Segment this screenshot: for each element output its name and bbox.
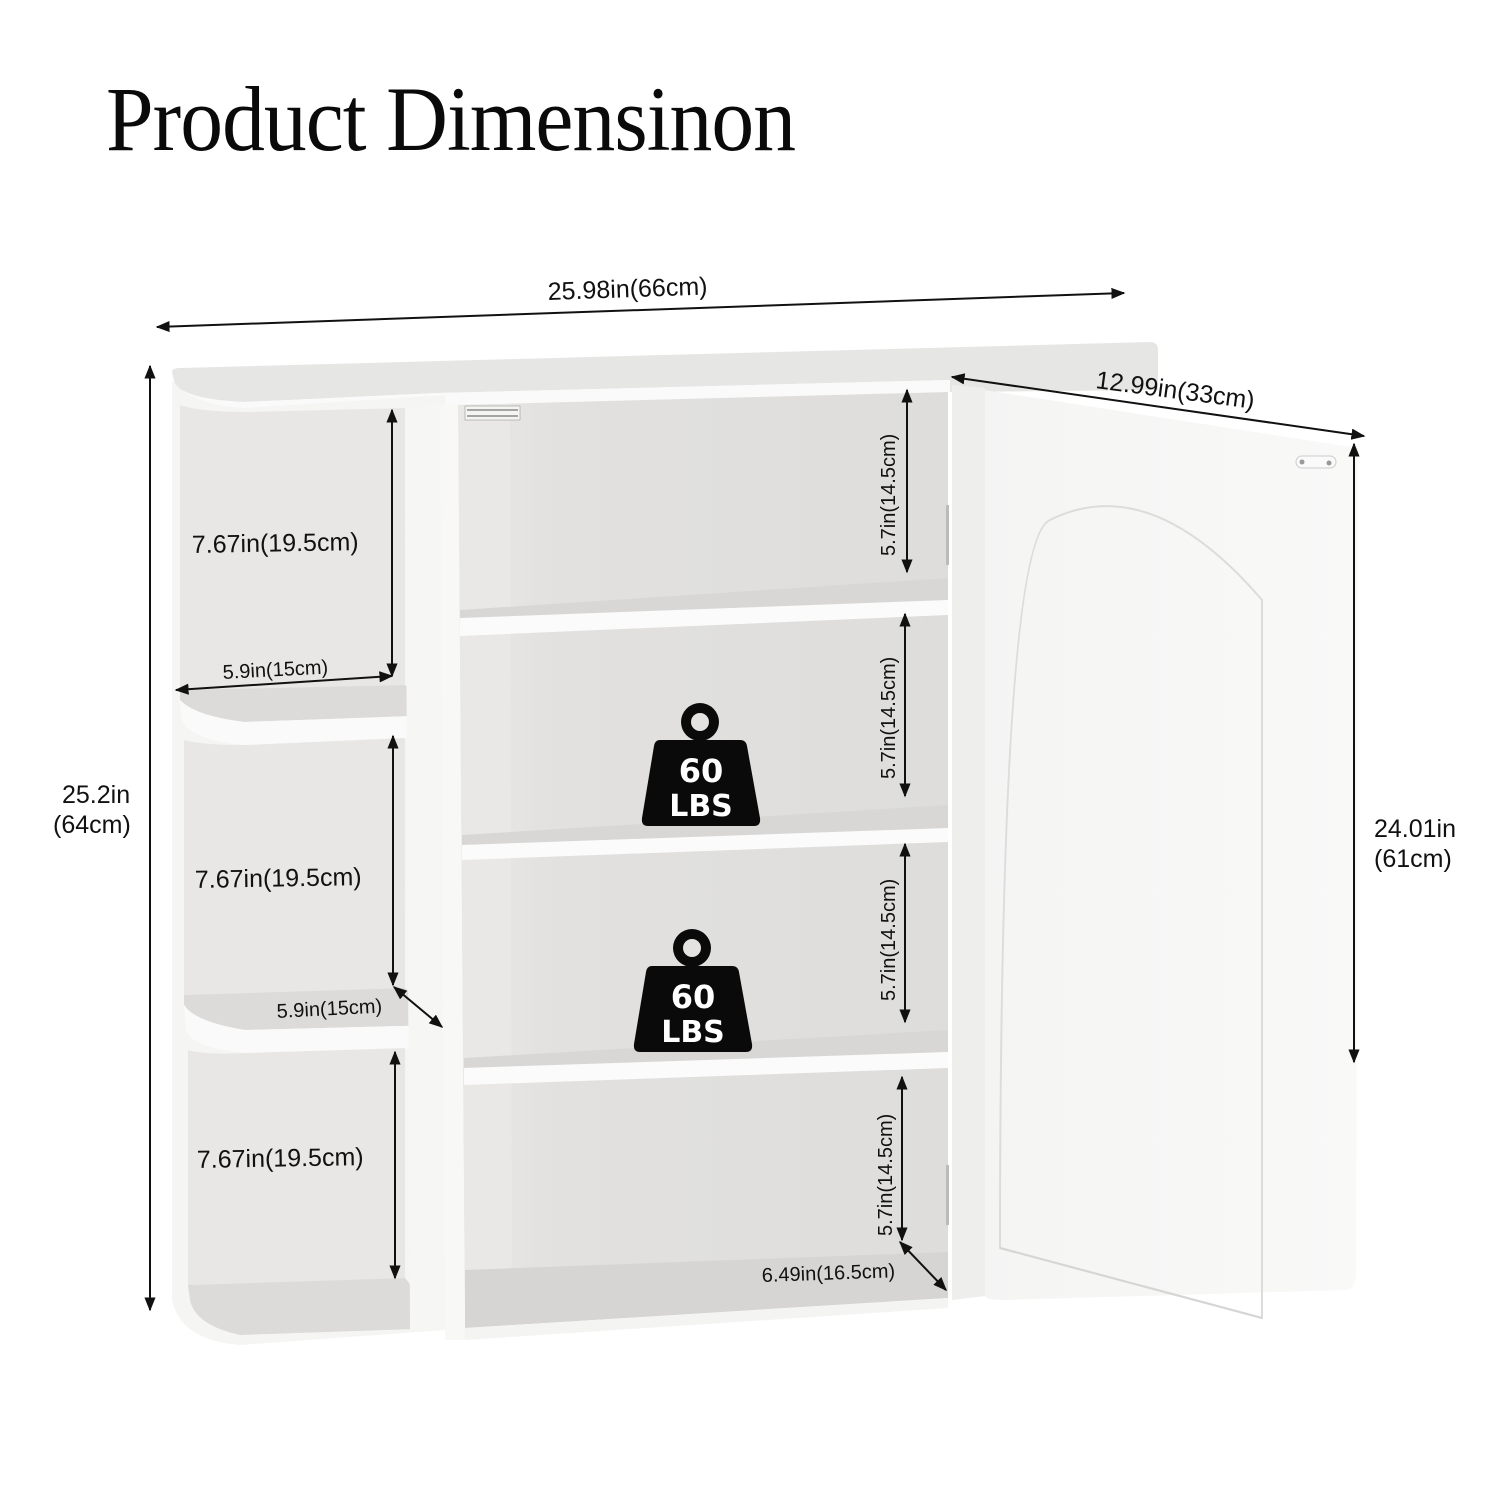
overall-height-cm-label: (64cm) bbox=[53, 811, 131, 839]
overall-width-label: 25.98in(66cm) bbox=[547, 272, 708, 306]
side-shelf-2-height-label: 7.67in(19.5cm) bbox=[195, 863, 362, 894]
weight-unit: LBS bbox=[669, 789, 733, 824]
door-height-cm-label: (61cm) bbox=[1374, 845, 1452, 873]
main-shelf-4-depth-label: 6.49in(16.5cm) bbox=[761, 1260, 895, 1287]
main-shelf-1-height-label: 5.7in(14.5cm) bbox=[878, 434, 900, 556]
weight-unit: LBS bbox=[661, 1015, 725, 1050]
overall-depth-label: 12.99in(33cm) bbox=[1094, 366, 1256, 415]
door-height-in-label: 24.01in bbox=[1374, 815, 1456, 843]
depth-arrow bbox=[950, 373, 1366, 440]
weight-value: 60 bbox=[679, 752, 724, 790]
weight-value: 60 bbox=[671, 978, 716, 1016]
cabinet-body bbox=[172, 342, 1158, 1345]
main-shelf-3-height-label: 5.7in(14.5cm) bbox=[878, 879, 900, 1001]
weight-icon: 60 LBS bbox=[641, 703, 761, 826]
dimension-labels: 25.98in(66cm) 12.99in(33cm) 25.2in (64cm… bbox=[53, 272, 1456, 1287]
width-arrow bbox=[155, 287, 1126, 333]
cabinet-door bbox=[946, 385, 1358, 1320]
overall-height-in-label: 25.2in bbox=[62, 781, 130, 809]
side-shelf-3-height-label: 7.67in(19.5cm) bbox=[197, 1143, 364, 1174]
page-title: Product Dimensinon bbox=[106, 68, 796, 170]
main-shelf-4-height-label: 5.7in(14.5cm) bbox=[875, 1114, 897, 1236]
main-shelf-2-height-label: 5.7in(14.5cm) bbox=[878, 657, 900, 779]
weight-icon: 60 LBS bbox=[633, 929, 753, 1052]
dimension-lines bbox=[144, 287, 1366, 1312]
side-shelf-1-height-label: 7.67in(19.5cm) bbox=[192, 528, 359, 559]
